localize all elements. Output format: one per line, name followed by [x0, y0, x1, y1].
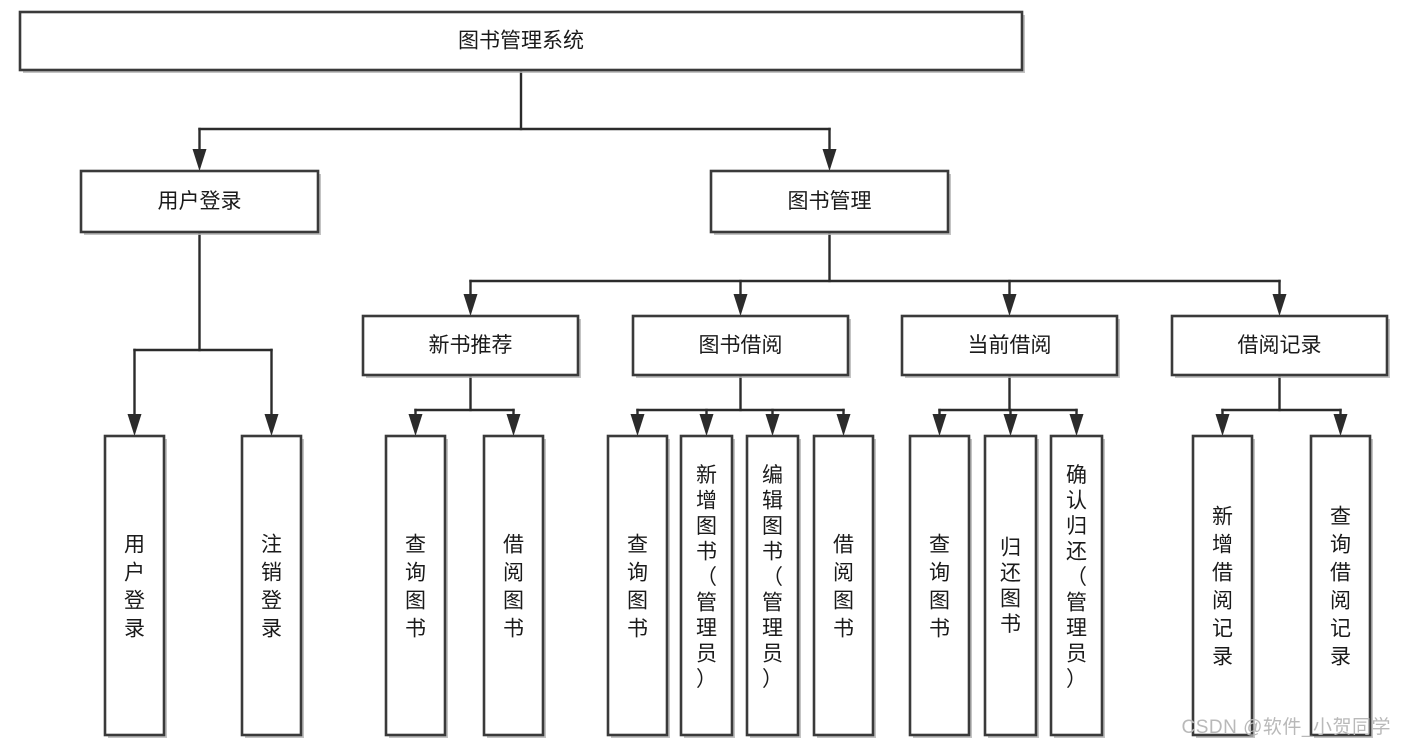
node-label-leaf-confirm-return: 确认归还（管理员） [1066, 464, 1087, 691]
node-label-leaf-borrow-book-1: 借阅图书 [503, 533, 524, 640]
node-leaf-edit-book[interactable]: 编辑图书（管理员） [745, 434, 801, 738]
node-book-borrow[interactable]: 图书借阅 [631, 314, 851, 378]
node-label-root: 图书管理系统 [458, 30, 584, 53]
node-box-leaf-query-book-1[interactable] [384, 434, 447, 737]
node-box-leaf-user-login[interactable] [103, 434, 166, 737]
node-box-leaf-confirm-return[interactable] [1049, 434, 1104, 737]
node-leaf-add-book[interactable]: 新增图书（管理员） [679, 434, 735, 738]
node-label-leaf-query-book-3: 查询图书 [929, 533, 950, 640]
node-current-borrow[interactable]: 当前借阅 [900, 314, 1120, 378]
node-box-root[interactable] [18, 10, 1024, 72]
edge-group-borrow-record [1215, 373, 1348, 436]
node-leaf-user-login[interactable]: 用户登录 [103, 434, 167, 738]
node-box-leaf-query-book-2[interactable] [606, 434, 669, 737]
node-label-leaf-query-record: 查询借阅记录 [1330, 505, 1351, 668]
node-label-current-borrow: 当前借阅 [968, 334, 1052, 357]
node-label-leaf-user-logout: 注销登录 [261, 533, 282, 640]
edge-group-book-manage [463, 230, 1287, 316]
node-box-leaf-add-record[interactable] [1191, 434, 1254, 737]
node-label-leaf-user-login: 用户登录 [124, 533, 145, 640]
node-box-user-login[interactable] [79, 169, 320, 234]
edge-group-user-login [127, 230, 279, 436]
node-box-leaf-add-book[interactable] [679, 434, 734, 737]
node-leaf-query-book-2[interactable]: 查询图书 [606, 434, 670, 738]
node-label-borrow-record: 借阅记录 [1238, 334, 1322, 357]
node-leaf-query-book-1[interactable]: 查询图书 [384, 434, 448, 738]
node-box-leaf-query-book-3[interactable] [908, 434, 971, 737]
node-leaf-borrow-book-2[interactable]: 借阅图书 [812, 434, 876, 738]
node-leaf-query-book-3[interactable]: 查询图书 [908, 434, 972, 738]
node-box-new-book-rec[interactable] [361, 314, 580, 377]
node-label-book-borrow: 图书借阅 [699, 334, 783, 357]
node-box-leaf-user-logout[interactable] [240, 434, 303, 737]
edge-group-root [192, 68, 837, 171]
connectors-layer [127, 68, 1348, 436]
node-label-leaf-query-book-1: 查询图书 [405, 533, 426, 640]
node-leaf-confirm-return[interactable]: 确认归还（管理员） [1049, 434, 1105, 738]
node-root[interactable]: 图书管理系统 [18, 10, 1025, 73]
nodes-layer: 图书管理系统用户登录图书管理新书推荐图书借阅当前借阅借阅记录用户登录注销登录查询… [18, 10, 1390, 738]
node-user-login[interactable]: 用户登录 [79, 169, 321, 235]
node-label-user-login: 用户登录 [158, 190, 242, 213]
node-box-leaf-borrow-book-1[interactable] [482, 434, 545, 737]
node-box-leaf-borrow-book-2[interactable] [812, 434, 875, 737]
node-leaf-borrow-book-1[interactable]: 借阅图书 [482, 434, 546, 738]
node-label-leaf-edit-book: 编辑图书（管理员） [762, 464, 783, 691]
node-label-leaf-borrow-book-2: 借阅图书 [833, 533, 854, 640]
edge-group-current-borrow [932, 373, 1084, 436]
node-label-leaf-return-book: 归还图书 [1000, 536, 1021, 636]
node-label-leaf-add-record: 新增借阅记录 [1212, 505, 1233, 668]
node-label-leaf-query-book-2: 查询图书 [627, 533, 648, 640]
node-box-leaf-return-book[interactable] [983, 434, 1038, 737]
node-borrow-record[interactable]: 借阅记录 [1170, 314, 1390, 378]
node-new-book-rec[interactable]: 新书推荐 [361, 314, 581, 378]
node-box-leaf-edit-book[interactable] [745, 434, 800, 737]
node-label-book-manage: 图书管理 [788, 190, 872, 213]
node-box-book-borrow[interactable] [631, 314, 850, 377]
node-label-leaf-add-book: 新增图书（管理员） [696, 464, 717, 691]
edge-group-new-book-rec [408, 373, 521, 436]
node-leaf-return-book[interactable]: 归还图书 [983, 434, 1039, 738]
node-box-leaf-query-record[interactable] [1309, 434, 1372, 737]
node-leaf-user-logout[interactable]: 注销登录 [240, 434, 304, 738]
node-box-current-borrow[interactable] [900, 314, 1119, 377]
node-leaf-query-record[interactable]: 查询借阅记录 [1309, 434, 1373, 738]
node-box-borrow-record[interactable] [1170, 314, 1389, 377]
edge-group-book-borrow [630, 373, 851, 436]
node-book-manage[interactable]: 图书管理 [709, 169, 951, 235]
node-box-book-manage[interactable] [709, 169, 950, 234]
node-label-new-book-rec: 新书推荐 [429, 334, 513, 357]
node-leaf-add-record[interactable]: 新增借阅记录 [1191, 434, 1255, 738]
